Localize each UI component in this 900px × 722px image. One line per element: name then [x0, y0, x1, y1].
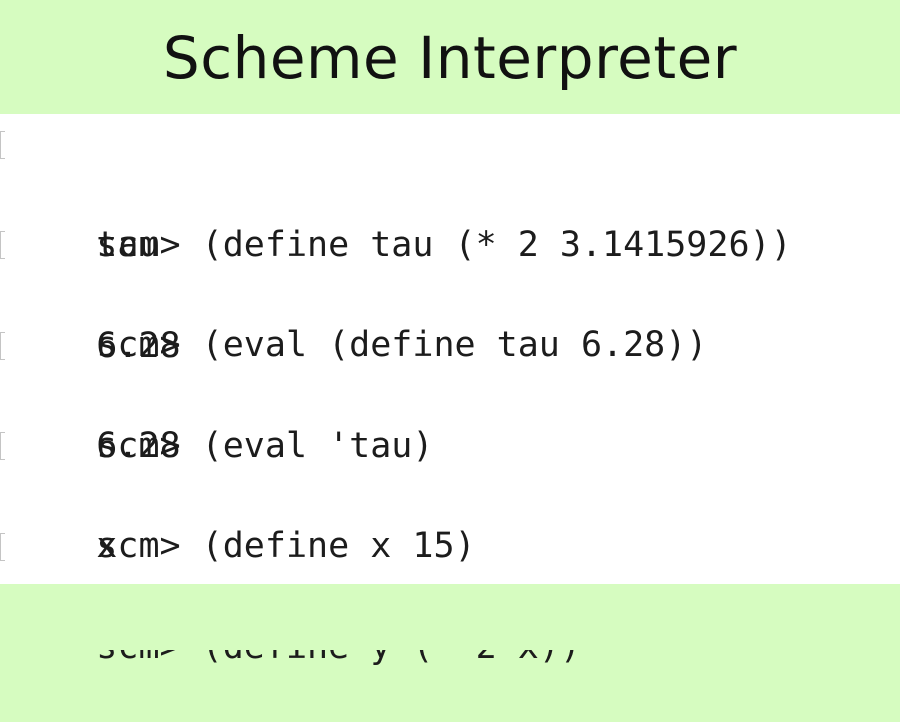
slide-title: Scheme Interpreter — [162, 24, 738, 92]
terminal-line-text: scm> (define tau (* 2 3.1415926)) — [96, 225, 792, 265]
terminal-input-line: scm> (define tau (* 2 3.1415926)) — [0, 120, 900, 265]
terminal-line-text: 6.28 — [96, 425, 181, 466]
prompt-bracket-marker — [0, 131, 5, 159]
terminal-output-line: 6.28 — [0, 371, 900, 466]
terminal-output-line: tau — [0, 170, 900, 265]
bottom-band — [0, 584, 900, 650]
prompt-bracket-marker — [0, 331, 5, 360]
terminal-output-line: 6.28 — [0, 271, 900, 366]
terminal-output[interactable]: scm> (define tau (* 2 3.1415926)) tau sc… — [0, 114, 900, 667]
terminal-input-line: scm> (define x 15) — [0, 421, 900, 566]
prompt-bracket-marker — [0, 432, 5, 461]
terminal-input-line: scm> (eval 'tau) — [0, 321, 900, 466]
terminal-line-text: scm> (define x 15) — [96, 526, 476, 567]
terminal-line-text: 6.28 — [96, 325, 181, 366]
prompt-bracket-marker — [0, 231, 5, 260]
terminal-output-line: x — [0, 471, 900, 566]
terminal-input-line: scm> (define y (* 2 x)) — [0, 522, 900, 667]
terminal-line-text: x — [96, 526, 118, 567]
terminal-line-text: tau — [96, 225, 160, 266]
terminal-line-text: scm> (eval (define tau 6.28)) — [96, 325, 708, 366]
terminal-input-line: scm> (eval (define tau 6.28)) — [0, 220, 900, 365]
prompt-bracket-marker — [0, 532, 5, 561]
terminal-line-text: scm> (eval 'tau) — [96, 425, 434, 466]
